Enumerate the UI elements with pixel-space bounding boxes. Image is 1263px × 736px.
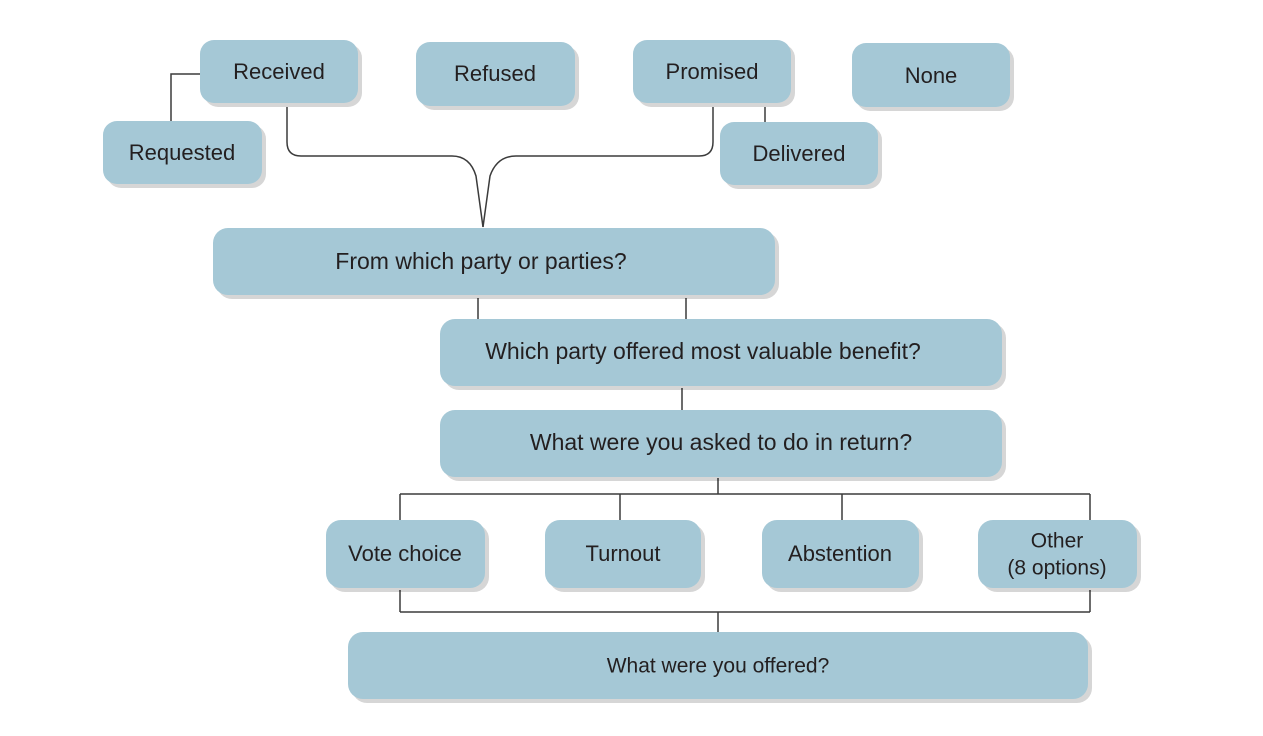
node-requested-box (103, 121, 262, 184)
node-delivered-box (720, 122, 878, 185)
node-abstention-label: Abstention (788, 541, 892, 566)
node-turnout[interactable]: Turnout (545, 520, 705, 592)
node-what-offered[interactable]: What were you offered? (348, 632, 1092, 703)
node-from-which-party-box (213, 228, 775, 295)
node-requested-label: Requested (129, 140, 235, 165)
node-none-box (852, 43, 1010, 107)
node-refused[interactable]: Refused (416, 42, 579, 110)
node-what-offered-label: What were you offered? (607, 655, 830, 678)
node-other-label-line2: (8 options) (1007, 557, 1106, 580)
node-received[interactable]: Received (200, 40, 362, 107)
node-none[interactable]: None (852, 43, 1014, 111)
node-none-label: None (905, 63, 958, 88)
node-other-box (978, 520, 1137, 588)
node-what-offered-box (348, 632, 1088, 699)
node-turnout-label: Turnout (585, 541, 660, 566)
node-most-valuable-benefit-label: Which party offered most valuable benefi… (485, 338, 921, 364)
node-promised-box (633, 40, 791, 103)
node-vote-choice[interactable]: Vote choice (326, 520, 489, 592)
node-asked-to-do-label: What were you asked to do in return? (530, 429, 912, 455)
node-from-which-party-label: From which party or parties? (335, 248, 626, 274)
node-other[interactable]: Other (8 options) (978, 520, 1141, 592)
node-promised[interactable]: Promised (633, 40, 795, 107)
connector-layer (170, 73, 1091, 632)
node-delivered[interactable]: Delivered (720, 122, 882, 189)
connector-received-to-merge (286, 107, 484, 228)
node-received-label: Received (233, 59, 325, 84)
node-delivered-label: Delivered (753, 141, 846, 166)
node-vote-choice-label: Vote choice (348, 541, 462, 566)
node-other-label-line1: Other (1031, 530, 1084, 553)
node-promised-label: Promised (666, 59, 759, 84)
connector-promised-to-merge (482, 107, 714, 228)
node-most-valuable-benefit[interactable]: Which party offered most valuable benefi… (440, 319, 1006, 390)
node-abstention[interactable]: Abstention (762, 520, 923, 592)
node-received-box (200, 40, 358, 103)
node-refused-box (416, 42, 575, 106)
node-asked-to-do[interactable]: What were you asked to do in return? (440, 410, 1006, 481)
node-most-valuable-benefit-box (440, 319, 1002, 386)
node-requested[interactable]: Requested (103, 121, 266, 188)
node-asked-to-do-box (440, 410, 1002, 477)
node-refused-label: Refused (454, 61, 536, 86)
node-abstention-box (762, 520, 919, 588)
node-turnout-box (545, 520, 701, 588)
connector-received-to-requested (170, 73, 200, 121)
node-from-which-party[interactable]: From which party or parties? (213, 228, 779, 299)
node-vote-choice-box (326, 520, 485, 588)
